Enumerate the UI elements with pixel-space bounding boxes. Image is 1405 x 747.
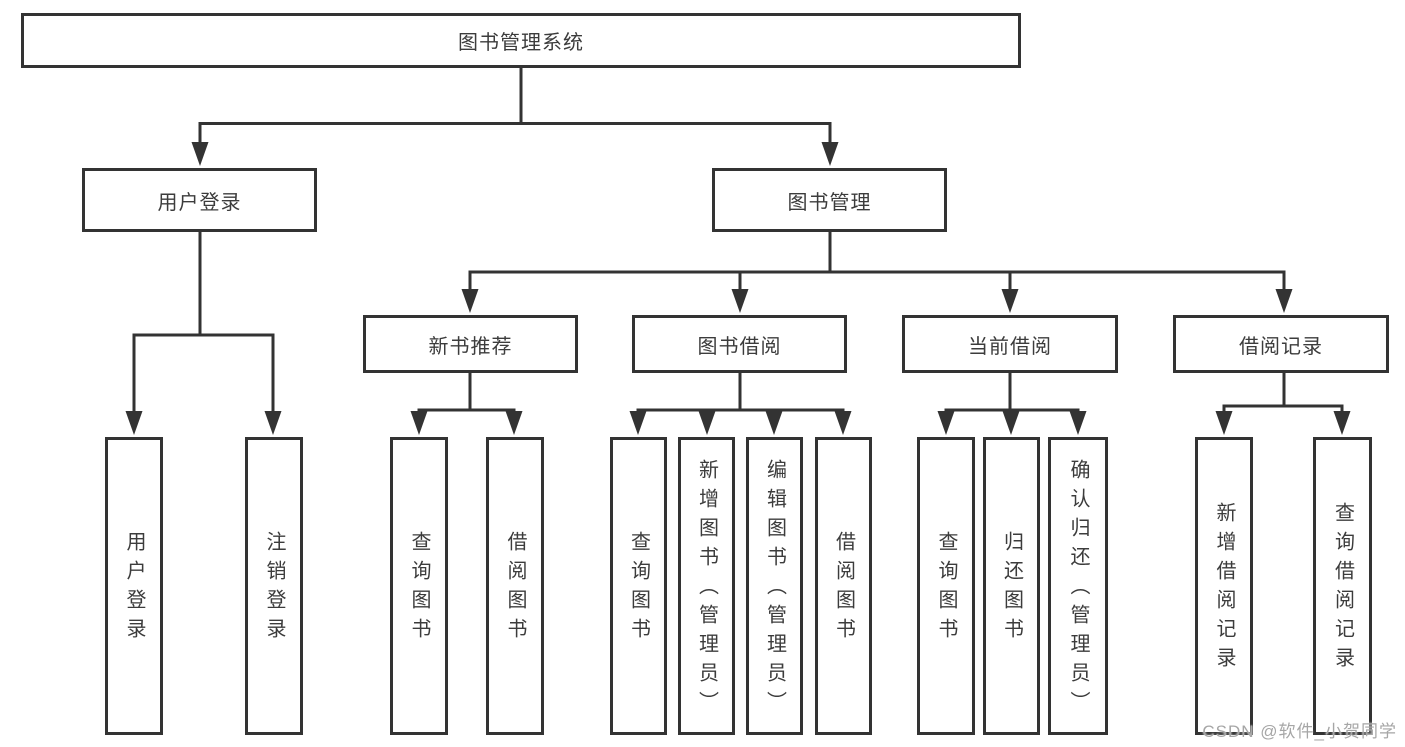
node-borrowing-records: 借阅记录	[1173, 315, 1389, 373]
leaf-edit-book-admin: 编辑图书（管理员）	[746, 437, 803, 735]
leaf-query-books-3: 查询图书	[917, 437, 975, 735]
leaf-query-books-1: 查询图书	[390, 437, 448, 735]
node-new-book-recommendation: 新书推荐	[363, 315, 578, 373]
leaf-user-login: 用户登录	[105, 437, 163, 735]
leaf-query-borrow-record: 查询借阅记录	[1313, 437, 1372, 735]
leaf-add-borrow-record: 新增借阅记录	[1195, 437, 1253, 735]
node-root-system: 图书管理系统	[21, 13, 1021, 68]
node-book-management: 图书管理	[712, 168, 947, 232]
node-book-borrowing: 图书借阅	[632, 315, 847, 373]
leaf-confirm-return-admin: 确认归还（管理员）	[1048, 437, 1108, 735]
node-current-borrowing: 当前借阅	[902, 315, 1118, 373]
csdn-watermark: CSDN @软件_小贺同学	[1202, 722, 1397, 741]
node-user-login: 用户登录	[82, 168, 317, 232]
leaf-logout: 注销登录	[245, 437, 303, 735]
leaf-add-book-admin: 新增图书（管理员）	[678, 437, 735, 735]
leaf-return-book: 归还图书	[983, 437, 1040, 735]
leaf-borrow-books-1: 借阅图书	[486, 437, 544, 735]
leaf-query-books-2: 查询图书	[610, 437, 667, 735]
leaf-borrow-books-2: 借阅图书	[815, 437, 872, 735]
